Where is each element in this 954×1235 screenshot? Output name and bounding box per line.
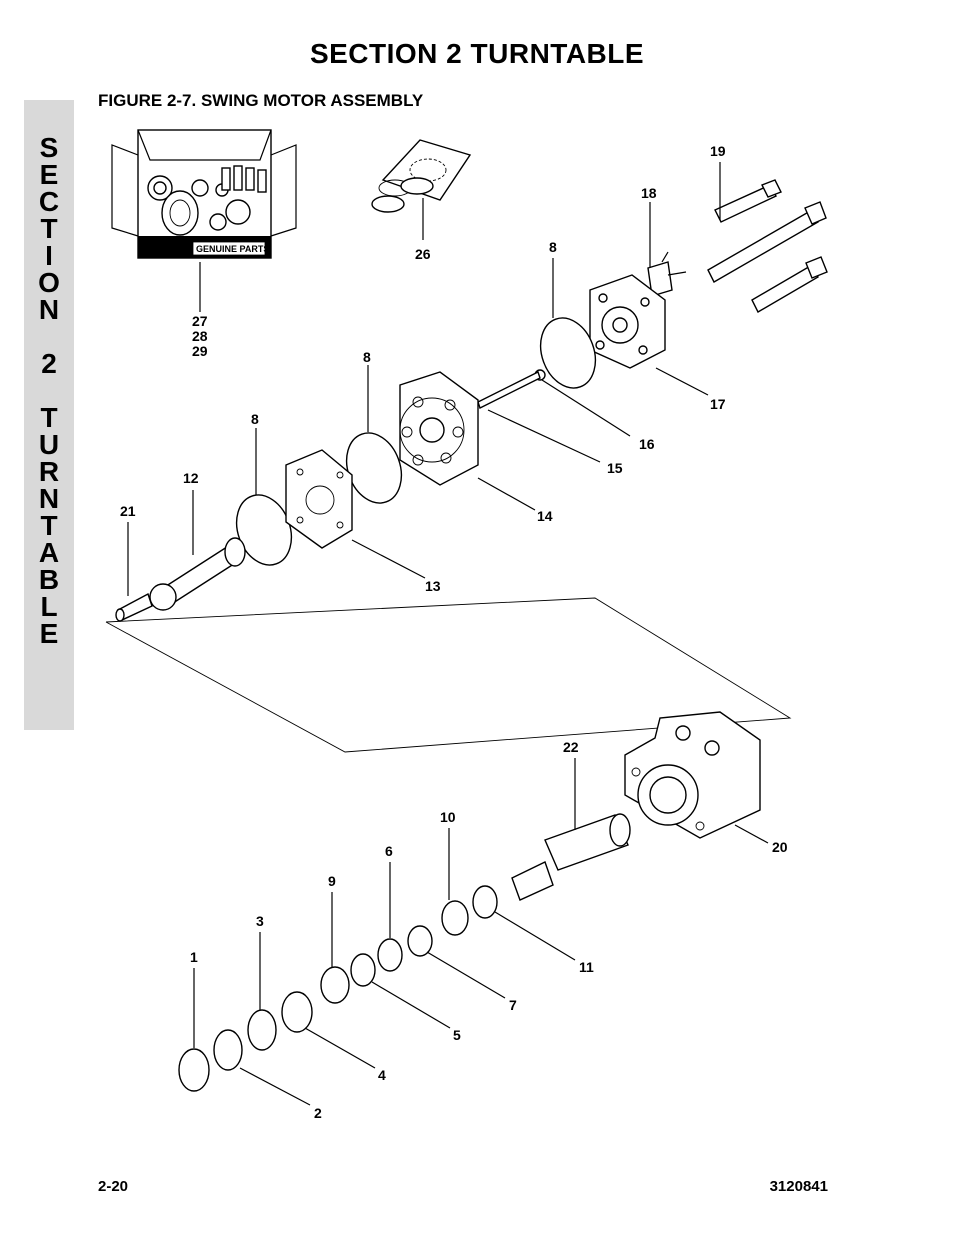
side-tab-letter: T: [40, 510, 58, 541]
thrust-bearing: [472, 885, 498, 919]
callout-27: 27: [192, 313, 208, 329]
callout-8-upper: 8: [549, 239, 557, 255]
callout-13: 13: [425, 578, 441, 594]
callout-20: 20: [772, 839, 788, 855]
thrust-washer: [441, 900, 469, 936]
side-tab-letter: U: [38, 429, 60, 460]
housing: [624, 711, 761, 839]
seal: [377, 938, 403, 972]
o-ring-front: [247, 1009, 277, 1051]
backup-washer: [350, 953, 376, 987]
kit-brand-logo: JLG: [142, 239, 169, 255]
callout-15: 15: [607, 460, 623, 476]
callout-19: 19: [710, 143, 726, 159]
callout-8-lower: 8: [251, 411, 259, 427]
callout-28: 28: [192, 328, 208, 344]
callout-12: 12: [183, 470, 199, 486]
callout-6: 6: [385, 843, 393, 859]
drive-shaft: [149, 537, 246, 611]
gerotor-assembly: [399, 371, 479, 486]
shim: [407, 925, 433, 957]
callout-11: 11: [579, 959, 594, 975]
section-title: SECTION 2 TURNTABLE: [309, 38, 645, 69]
callout-3: 3: [256, 913, 264, 929]
dust-seal: [178, 1048, 210, 1092]
valve-drive-pin: [477, 371, 541, 409]
seal-kit-box: JLG GENUINE PARTS: [111, 129, 297, 259]
callout-10: 10: [440, 809, 456, 825]
side-tab-letter: B: [38, 564, 60, 595]
callout-29: 29: [192, 343, 208, 359]
end-cap: [589, 274, 666, 369]
callout-1: 1: [190, 949, 198, 965]
side-tab-letter: E: [39, 618, 59, 649]
bolts: [707, 179, 828, 313]
assembly-plane: [105, 597, 792, 753]
document-number: 3120841: [769, 1178, 828, 1195]
callout-7: 7: [509, 997, 517, 1013]
retaining-ring: [281, 991, 313, 1033]
side-tab-letter: R: [38, 456, 60, 487]
callout-9: 9: [328, 873, 336, 889]
callout-2: 2: [314, 1105, 322, 1121]
callout-21: 21: [120, 503, 136, 519]
side-tab-letter: T: [40, 402, 58, 433]
callout-8-middle: 8: [363, 349, 371, 365]
kit-genuine-parts-label: GENUINE PARTS: [196, 244, 269, 254]
spacer: [115, 592, 153, 622]
exclusion-seal: [320, 966, 350, 1004]
wear-plate: [285, 449, 353, 549]
side-tab-letter: 2: [41, 348, 57, 379]
callout-4: 4: [378, 1067, 386, 1083]
callout-26: 26: [415, 246, 431, 262]
seal-bag: [371, 139, 472, 213]
side-tab-letter: C: [38, 186, 60, 217]
callout-16: 16: [639, 436, 655, 452]
side-tab-letter: S: [39, 132, 59, 163]
side-tab-letter: N: [38, 294, 60, 325]
o-ring-rear: [213, 1029, 243, 1071]
side-tab-letter: I: [45, 240, 53, 271]
side-tab-letter: O: [38, 267, 60, 298]
leader-lines: [127, 162, 769, 1106]
o-ring-upper: [539, 317, 597, 389]
figure-title: FIGURE 2-7. SWING MOTOR ASSEMBLY: [98, 91, 424, 110]
side-tab-letter: A: [38, 537, 60, 568]
side-tab-letter: N: [38, 483, 60, 514]
callout-17: 17: [710, 396, 726, 412]
callout-5: 5: [453, 1027, 461, 1043]
side-tab-letter: E: [39, 159, 59, 190]
side-tab-letter: L: [40, 591, 58, 622]
plate: [647, 251, 687, 297]
callout-22: 22: [563, 739, 579, 755]
side-tab-letter: T: [40, 213, 58, 244]
page-number: 2-20: [98, 1178, 129, 1195]
output-shaft: [511, 813, 631, 901]
callout-14: 14: [537, 508, 553, 524]
callout-18: 18: [641, 185, 657, 201]
